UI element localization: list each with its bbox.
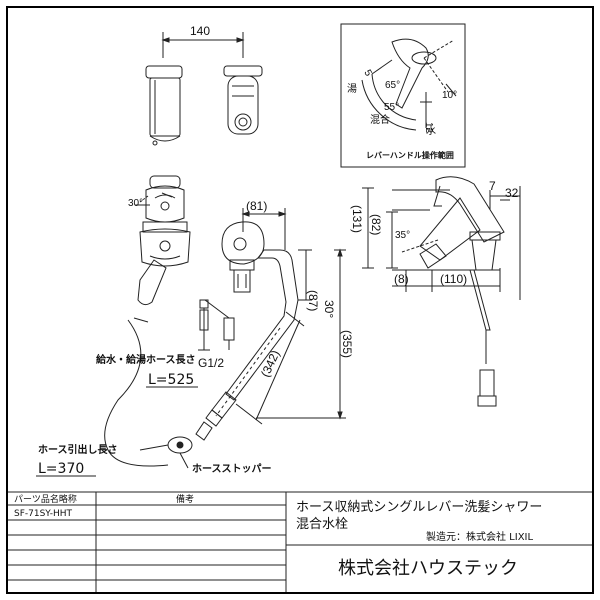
col-part-header: パーツ品名略称 — [14, 493, 77, 505]
supply-hose-title: 給水・給湯ホース長さ — [96, 353, 196, 366]
inset-caption: レバーハンドル操作範囲 — [366, 150, 454, 160]
dim-110-text: (110) — [440, 272, 467, 286]
title-block — [8, 491, 592, 592]
supply-hose-length: L=525 — [148, 372, 194, 388]
inset-hot: 湯 — [347, 82, 357, 95]
dim-131-text: (131) — [350, 205, 364, 233]
dim-140 — [161, 32, 245, 58]
dim-342 — [235, 311, 340, 425]
part-code: SF-71SY-HHT — [14, 509, 73, 519]
spout-top-view-right — [223, 65, 263, 135]
spout-top-view-left — [145, 65, 183, 146]
dim-355 — [334, 248, 346, 420]
faucet-side-view — [195, 208, 299, 441]
drawing-sheet — [6, 6, 594, 594]
inset-5: 5 — [361, 68, 374, 79]
product-name-line: ホース収納式シングルレバー洗髪シャワー 混合水栓 — [296, 500, 547, 532]
company-name: 株式会社ハウステック — [338, 558, 518, 579]
hose-stopper — [139, 436, 193, 469]
angle-30-hose-text: 30° — [322, 300, 336, 318]
dim-87 — [298, 249, 312, 301]
dim-87-text: (87) — [306, 290, 320, 311]
angle-35-text: 35° — [395, 230, 410, 241]
faucet-front-view — [104, 175, 191, 467]
dim-82-text: (82) — [369, 214, 383, 235]
maker: 製造元：株式会社 LIXIL — [426, 530, 533, 543]
thread-size: G1/2 — [198, 356, 224, 370]
dim-7-text: 7 — [489, 179, 496, 193]
inset-cold: 水 — [426, 125, 436, 137]
dim-32-text: 32 — [505, 186, 519, 200]
inset-12: 12 — [423, 122, 434, 134]
hose-pull-title: ホース引出し長さ — [38, 443, 118, 456]
hose-pull-length: L=370 — [38, 461, 84, 477]
faucet-right-view — [362, 176, 521, 407]
angle-30-top: 30° — [128, 198, 143, 209]
dim-355-text: (355) — [340, 330, 354, 358]
dim-140-text: 140 — [190, 24, 210, 38]
inset-65: 65° — [385, 80, 400, 91]
inset-10: 10° — [442, 90, 457, 101]
col-note-header: 備考 — [176, 493, 194, 505]
inset-mix: 混合 — [370, 113, 390, 126]
hose-stopper-label: ホースストッパー — [192, 463, 272, 475]
lever-inset — [340, 23, 466, 168]
inset-55: 55° — [384, 102, 399, 113]
dim-81-text: (81) — [246, 199, 267, 213]
dim-8-text: (8) — [394, 272, 409, 286]
